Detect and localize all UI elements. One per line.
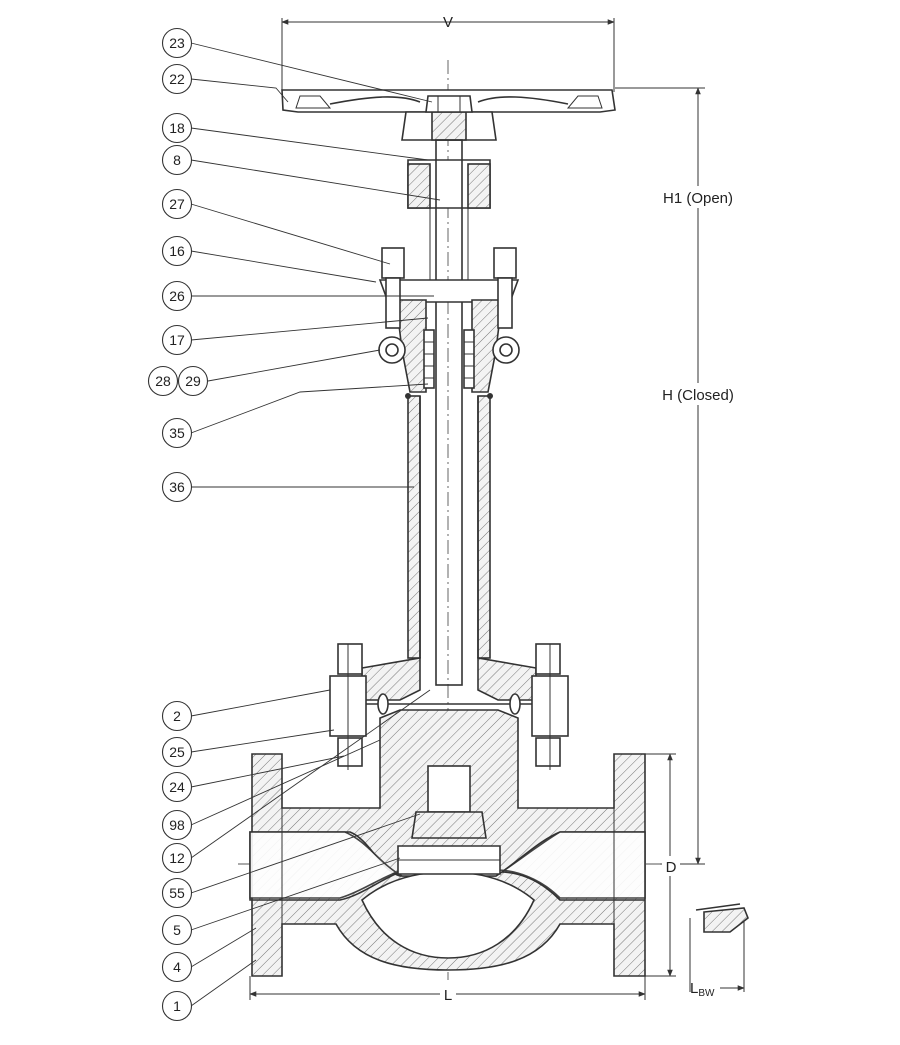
stud-right [531, 643, 569, 770]
callout-18: 18 [161, 112, 193, 144]
callout-25: 25 [161, 736, 193, 768]
callout-23: 23 [161, 27, 193, 59]
bonnet-flange [329, 643, 569, 770]
svg-text:12: 12 [169, 850, 185, 866]
callout-5: 5 [161, 914, 193, 946]
dim-d-label: D [666, 859, 677, 876]
svg-text:26: 26 [169, 288, 185, 304]
valve-body [249, 709, 646, 977]
callout-bubbles: 23 22 18 8 27 16 26 17 28 29 35 36 2 25 … [147, 27, 209, 1022]
svg-text:27: 27 [169, 196, 185, 212]
svg-text:36: 36 [169, 479, 185, 495]
stem-assembly [378, 139, 520, 686]
callout-1: 1 [161, 990, 193, 1022]
handwheel-nut [425, 95, 473, 113]
handwheel [281, 89, 616, 141]
callout-8: 8 [161, 144, 193, 176]
svg-text:18: 18 [169, 120, 185, 136]
svg-text:29: 29 [185, 373, 201, 389]
callout-27: 27 [161, 188, 193, 220]
svg-text:22: 22 [169, 71, 185, 87]
dimension-h: H1 (Open) H (Closed) [615, 87, 746, 865]
callout-12: 12 [161, 842, 193, 874]
svg-text:16: 16 [169, 243, 185, 259]
dim-l-label: L [444, 987, 452, 1004]
gland-bolt-right [492, 247, 520, 364]
callout-35: 35 [161, 417, 193, 449]
callout-55: 55 [161, 877, 193, 909]
dim-h-label: H (Closed) [662, 387, 734, 404]
callout-36: 36 [161, 471, 193, 503]
svg-text:35: 35 [169, 425, 185, 441]
callout-16: 16 [161, 235, 193, 267]
svg-text:2: 2 [173, 708, 181, 724]
svg-text:98: 98 [169, 817, 185, 833]
gland-bolt-left [378, 247, 406, 364]
dimension-lbw: LBW [689, 903, 749, 999]
svg-text:17: 17 [169, 332, 185, 348]
dim-h1-label: H1 (Open) [663, 190, 733, 207]
svg-text:55: 55 [169, 885, 185, 901]
dim-lbw-label: LBW [690, 980, 715, 999]
callout-2: 2 [161, 700, 193, 732]
callout-22: 22 [161, 63, 193, 95]
callout-28: 28 [147, 365, 179, 397]
svg-text:8: 8 [173, 152, 181, 168]
packing-rings [423, 329, 475, 389]
svg-text:23: 23 [169, 35, 185, 51]
svg-text:28: 28 [155, 373, 171, 389]
callout-leaders [190, 42, 441, 1007]
stud-left [329, 643, 367, 770]
callout-98: 98 [161, 809, 193, 841]
disc-assembly [397, 765, 501, 875]
dimension-v: V [281, 14, 615, 92]
svg-text:5: 5 [173, 922, 181, 938]
svg-text:24: 24 [169, 779, 185, 795]
dimension-l: L [249, 976, 646, 1004]
callout-17: 17 [161, 324, 193, 356]
callout-4: 4 [161, 951, 193, 983]
callout-24: 24 [161, 771, 193, 803]
svg-text:25: 25 [169, 744, 185, 760]
dimension-d: D [645, 753, 680, 977]
callout-26: 26 [161, 280, 193, 312]
callout-29: 29 [177, 365, 209, 397]
extension-bonnet [405, 393, 493, 659]
dim-v-label: V [443, 14, 453, 31]
svg-text:4: 4 [173, 959, 181, 975]
svg-text:1: 1 [173, 998, 181, 1014]
